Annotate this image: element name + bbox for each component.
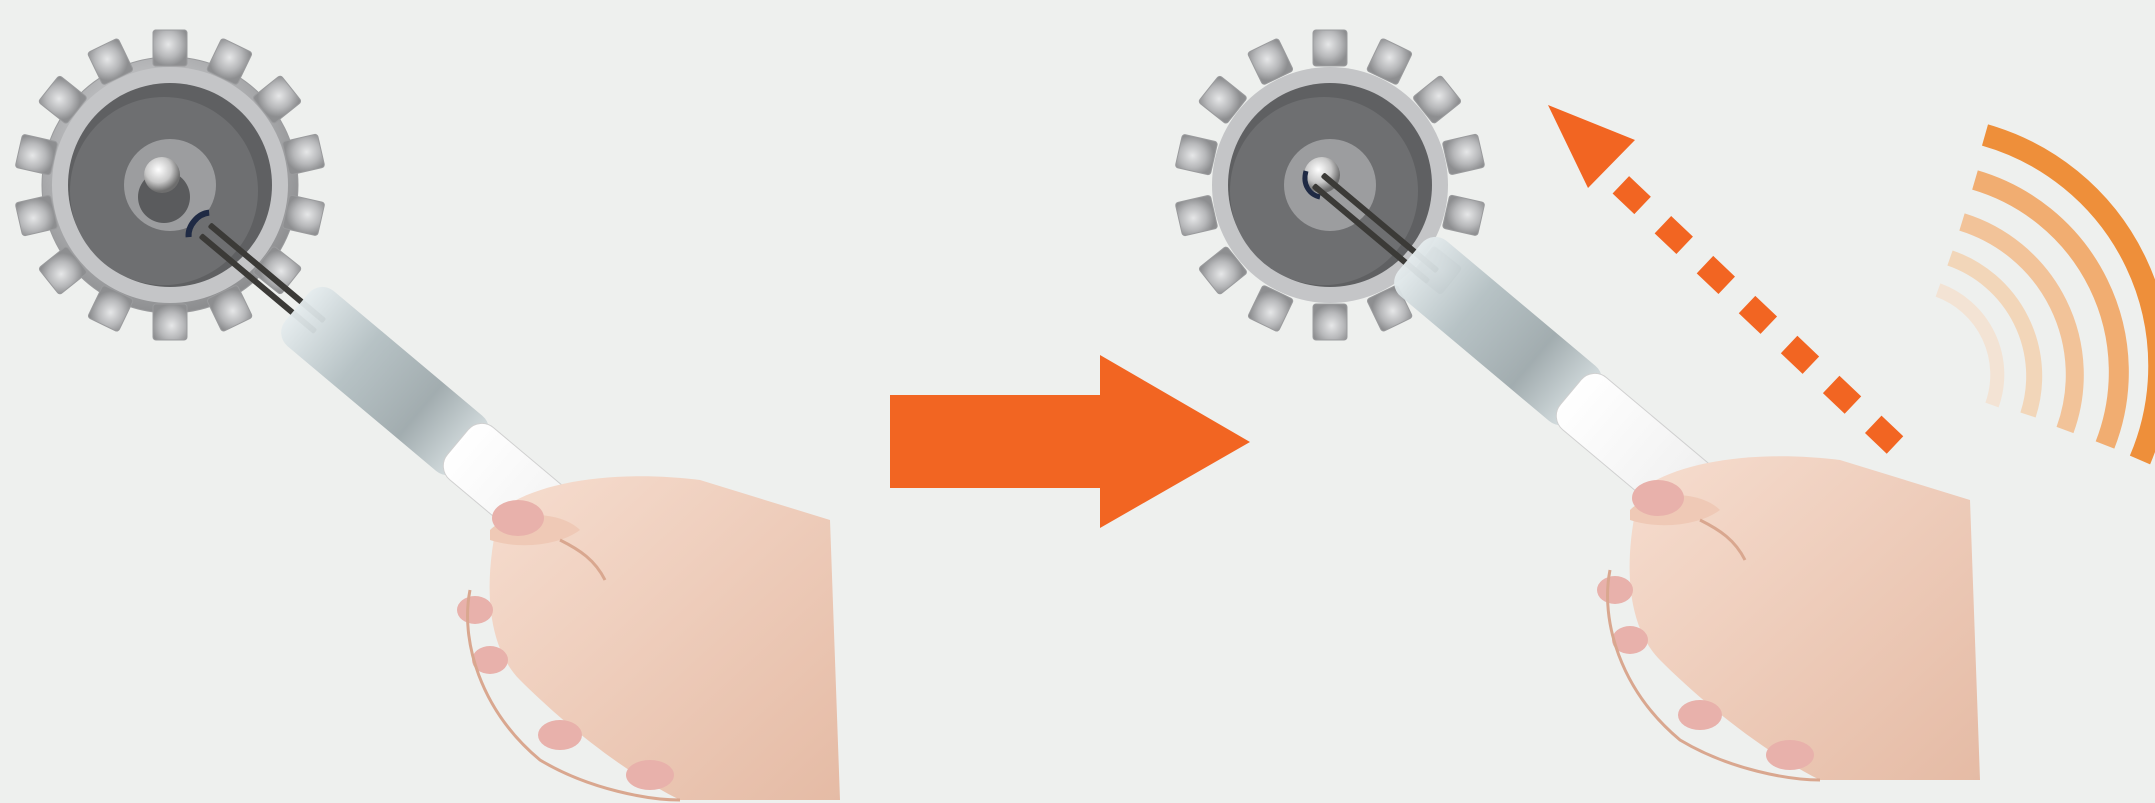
hand-icon (1597, 456, 1980, 780)
ball-icon (144, 157, 180, 193)
wireless-signal-icon (1938, 135, 2155, 460)
before-panel (15, 30, 840, 800)
after-panel (1175, 30, 2155, 780)
hand-icon (457, 476, 840, 800)
right-arrow-icon (890, 355, 1250, 528)
gear-icon (15, 30, 325, 340)
